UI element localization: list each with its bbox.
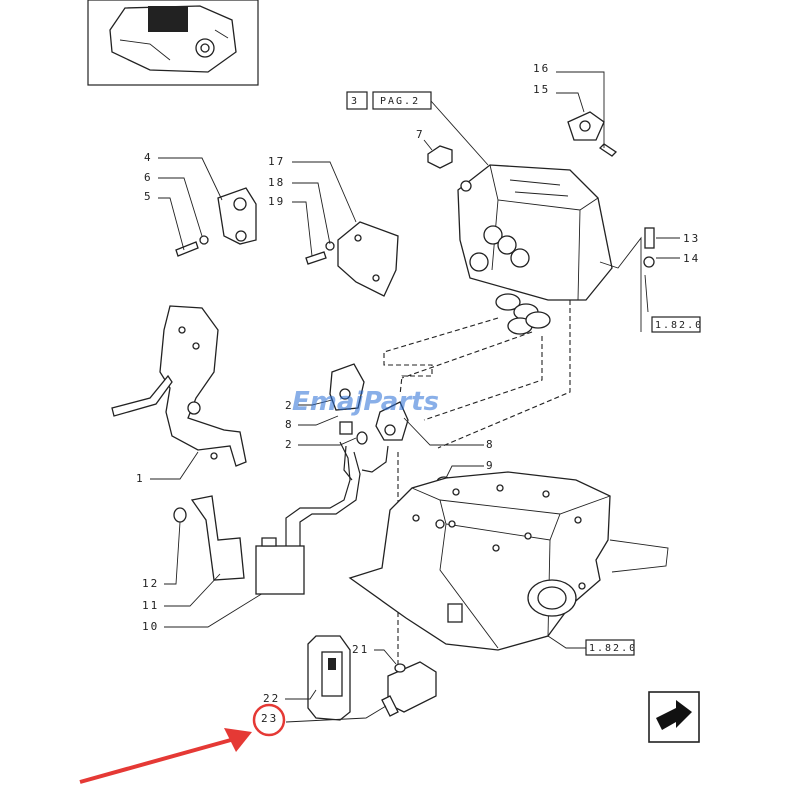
callout-5: 5 (144, 190, 153, 203)
housing-bolt-holes (412, 484, 586, 590)
callout-17: 17 (268, 155, 285, 168)
callout-4: 4 (144, 151, 153, 164)
svg-text:EmajParts: EmajParts (292, 387, 439, 417)
part-15-16-flange[interactable]: 16 15 (533, 62, 618, 157)
arrow-right-icon (656, 700, 692, 730)
callout-8-upper: 8 (285, 418, 294, 431)
next-page-button[interactable] (648, 691, 700, 743)
watermark-part2: Parts (363, 387, 439, 417)
callout-10: 10 (142, 620, 159, 633)
pag-number: 3 (351, 96, 359, 107)
highlight-arrow-shaft (79, 736, 239, 784)
part-1-lever-bracket[interactable]: 1 (111, 305, 247, 485)
callout-7: 7 (416, 128, 425, 141)
part-13-14-bolt[interactable]: 13 14 (643, 227, 700, 313)
reference-box-bottom[interactable]: 1.82.0 (547, 635, 637, 656)
callout-6: 6 (144, 171, 153, 184)
ref-top-text: 1.82.0 (655, 320, 703, 331)
sensor-box (255, 545, 305, 595)
callout-8-right: 8 (486, 438, 495, 451)
reference-box-top[interactable]: 1.82.0 (599, 236, 703, 333)
callout-14: 14 (683, 252, 700, 265)
callout-21: 21 (352, 643, 369, 656)
callout-11: 11 (142, 599, 159, 612)
valve-fittings-upper (469, 225, 530, 272)
highlight-arrow-head (224, 728, 252, 752)
part-17-18-19-plate[interactable]: 17 18 19 (268, 155, 399, 297)
callout-1: 1 (136, 472, 145, 485)
watermark: EmajParts (292, 387, 439, 417)
callout-15: 15 (533, 83, 550, 96)
highlight-circle (252, 703, 286, 737)
inset-thumbnail[interactable] (87, 0, 259, 86)
part-2-8-switches[interactable]: 2 8 2 8 9 (285, 363, 495, 488)
ref-bottom-text: 1.82.0 (589, 643, 637, 654)
callout-13: 13 (683, 232, 700, 245)
callout-2-upper: 2 (285, 399, 294, 412)
valve-seal-ring (460, 180, 472, 192)
page-reference[interactable]: 3 PAG.2 (346, 91, 489, 166)
valve-fittings-lower (495, 293, 551, 335)
watermark-part1: Emaj (292, 387, 364, 417)
callout-22: 22 (263, 692, 280, 705)
part-4-5-6-bracket[interactable]: 4 6 5 (144, 151, 257, 257)
callout-2-lower: 2 (285, 438, 294, 451)
callout-12: 12 (142, 577, 159, 590)
inset-dark-block (148, 6, 188, 32)
part-21-22-23[interactable]: 21 22 23 (261, 635, 437, 725)
highlight-annotation (79, 703, 286, 784)
callout-19: 19 (268, 195, 285, 208)
part-10-11-12[interactable]: 12 11 10 (142, 441, 361, 633)
lift-housing[interactable] (348, 471, 669, 651)
part-7-nut[interactable]: 7 (416, 128, 453, 169)
control-valve-block (457, 164, 613, 335)
callout-16: 16 (533, 62, 550, 75)
pag-text: PAG.2 (380, 96, 420, 107)
callout-9: 9 (486, 459, 495, 472)
callout-23: 23 (261, 712, 278, 725)
callout-18: 18 (268, 176, 285, 189)
